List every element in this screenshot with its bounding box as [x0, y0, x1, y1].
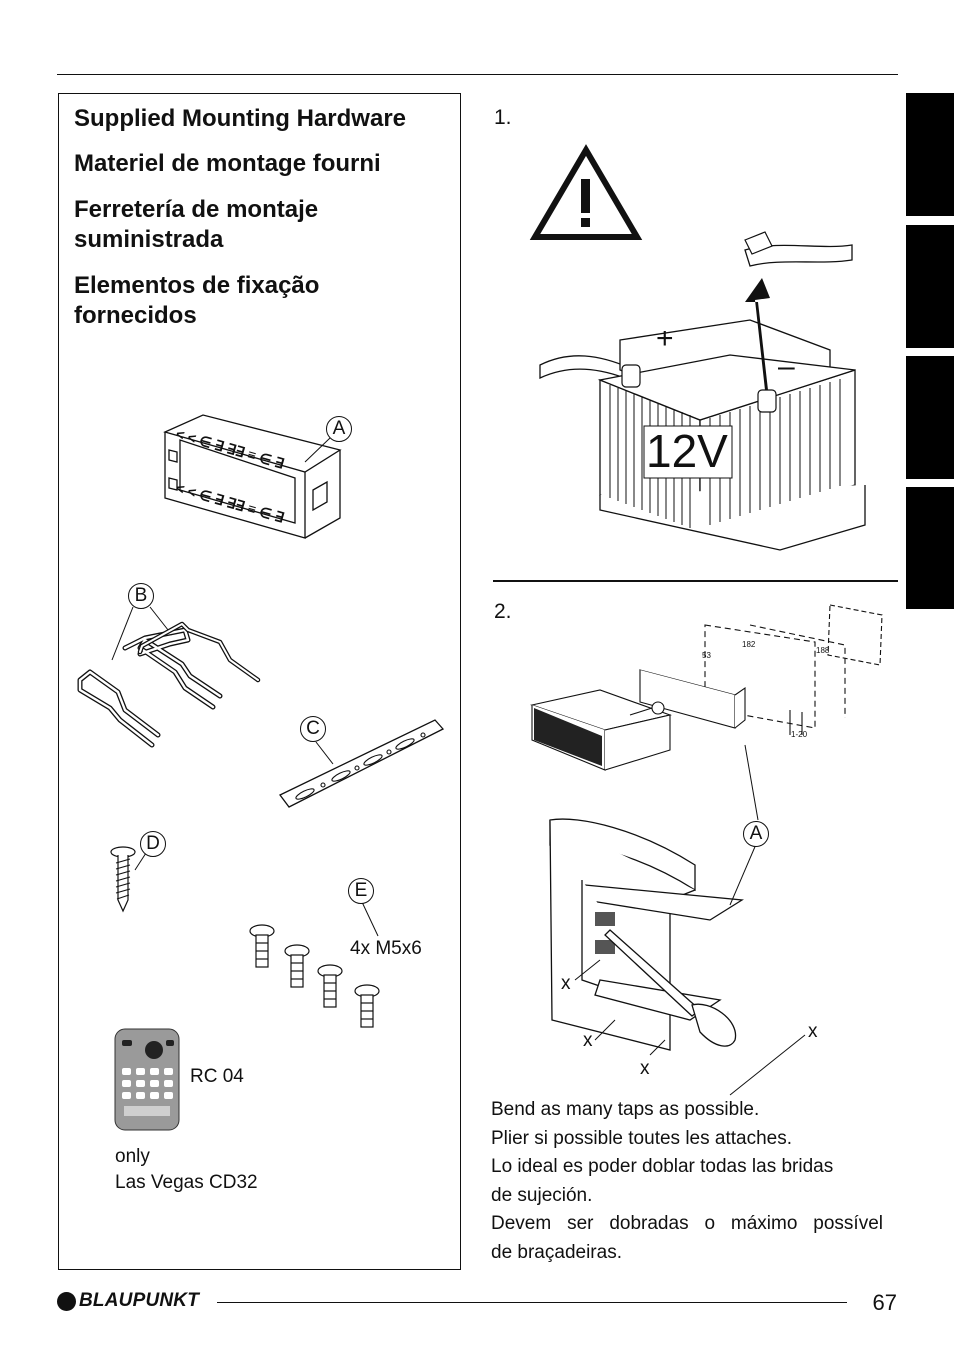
section-tab-2: [906, 225, 954, 348]
release-keys-illustration: [77, 621, 261, 748]
brand-dot-icon: [57, 1291, 76, 1311]
part-d-marker: D: [140, 831, 166, 857]
part-a-marker: A: [326, 416, 352, 442]
battery-voltage-label: 12V: [646, 425, 728, 477]
heading-spanish: Ferretería de montaje suministrada: [74, 196, 319, 253]
bend-marker-x-2: x: [583, 1030, 593, 1051]
caption-spanish-2: de sujeción.: [491, 1184, 593, 1206]
caption-english: Bend as many taps as possible.: [491, 1099, 760, 1120]
dimension-53: 53: [702, 651, 711, 660]
page-number: 67: [872, 1290, 897, 1315]
remote-label: RC 04: [190, 1066, 244, 1087]
bend-instructions: Bend as many taps as possible. Plier si …: [491, 1096, 883, 1267]
bend-marker-x-1: x: [561, 973, 571, 994]
part-c-marker: C: [300, 716, 326, 742]
step-1-number: 1.: [494, 106, 512, 129]
only-label: only: [115, 1146, 150, 1167]
installation-illustration: [529, 604, 883, 1096]
m5-screws-illustration: [249, 924, 380, 1028]
battery-minus-label: –: [778, 350, 795, 383]
caption-portuguese-1: Devem ser dobradas o máximo possível: [491, 1213, 883, 1234]
long-screw-illustration: [110, 846, 136, 913]
heading-french: Materiel de montage fourni: [74, 150, 381, 177]
section-tab-4: [906, 487, 954, 609]
section-tab-3: [906, 356, 954, 479]
brand-name: BLAUPUNKT: [79, 1290, 200, 1311]
screws-label: 4x M5x6: [350, 938, 422, 959]
bend-marker-x-3: x: [640, 1058, 650, 1079]
heading-portuguese: Elementos de fixação fornecidos: [74, 272, 320, 329]
step-2-a-marker: A: [743, 821, 769, 847]
dimension-188: 188: [816, 646, 830, 655]
battery-illustration: [539, 231, 866, 551]
top-rule: [57, 74, 898, 75]
bend-marker-x-4: x: [808, 1021, 818, 1042]
step-2-number: 2.: [494, 600, 512, 623]
mounting-strap-illustration: [279, 719, 445, 808]
section-tab-1: [906, 93, 954, 216]
step-divider: [493, 580, 898, 582]
caption-french: Plier si possible toutes les attaches.: [491, 1127, 792, 1149]
dimension-182: 182: [742, 640, 756, 649]
battery-plus-label: +: [656, 322, 674, 355]
caption-portuguese-2: de braçadeiras.: [491, 1241, 622, 1263]
part-b-marker: B: [128, 583, 154, 609]
caption-spanish-1: Lo ideal es poder doblar todas las brida…: [491, 1156, 834, 1177]
model-label: Las Vegas CD32: [115, 1172, 258, 1193]
dimension-1-20: 1-20: [791, 730, 808, 739]
brand-logo: BLAUPUNKT: [57, 1290, 199, 1312]
hardware-box: [58, 93, 461, 1270]
heading-english: Supplied Mounting Hardware: [74, 105, 407, 132]
footer-rule: [217, 1302, 847, 1303]
warning-icon: [529, 144, 643, 240]
part-e-marker: E: [348, 878, 374, 904]
mounting-frame-illustration: < < ∈ ∃ ∃∃ ≡ ∈ ∃ < < ∈ ∃ ∃∃ ≡ ∈ ∃: [163, 414, 342, 539]
remote-control-illustration: [114, 1028, 180, 1131]
